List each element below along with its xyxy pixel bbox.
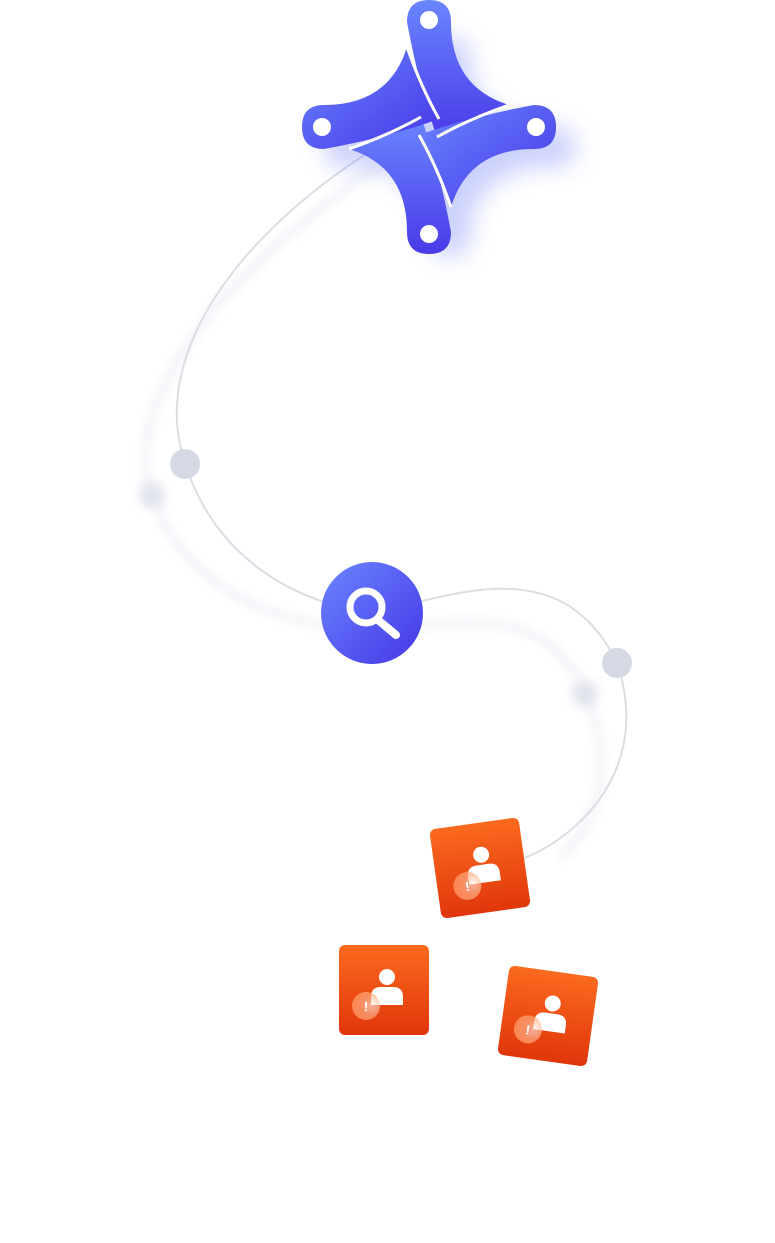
path-node-left-shadow bbox=[139, 482, 165, 508]
path-node-right-shadow bbox=[572, 681, 598, 707]
search-node bbox=[321, 562, 423, 664]
svg-text:!: ! bbox=[525, 1022, 531, 1037]
svg-text:!: ! bbox=[364, 999, 368, 1014]
four-point-star-logo-icon bbox=[302, 0, 576, 257]
alert-card-right: ! bbox=[497, 965, 599, 1067]
svg-text:!: ! bbox=[464, 879, 470, 894]
path-node-right bbox=[602, 648, 632, 678]
path-node-left bbox=[170, 449, 200, 479]
alert-card-top: ! bbox=[429, 817, 531, 919]
alert-card-left: ! bbox=[339, 945, 429, 1035]
magnifying-glass-icon bbox=[346, 587, 400, 639]
connection-path bbox=[142, 147, 628, 861]
